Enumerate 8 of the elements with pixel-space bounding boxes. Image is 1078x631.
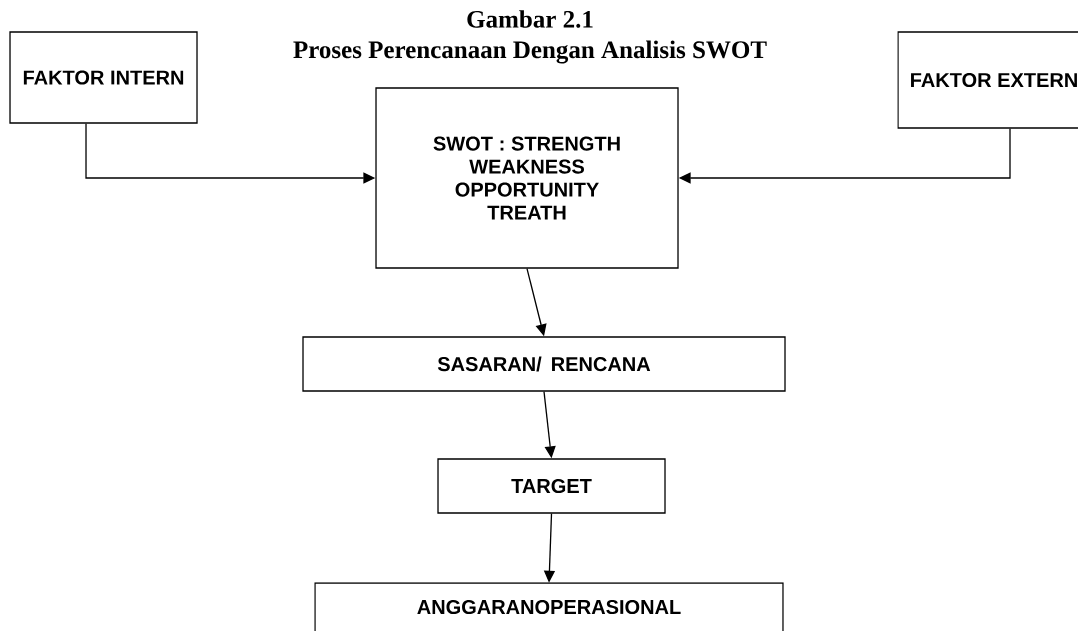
process-box: SWOT : STRENGTH WEAKNESS OPPORTUNITY TREATH [375,87,679,269]
process-box: FAKTOR EXTERN [897,31,1078,129]
figure-title: Gambar 2.1 [467,10,593,28]
process-box: FAKTOR INTERN [9,31,198,124]
process-box: TARGET [437,458,666,514]
figure-caption: Proses Perencanaan Dengan Analisis SWOT [293,40,767,64]
process-box: ANGGARANOPERASIONAL [314,582,784,631]
process-box: SASARAN/ RENCANA [302,336,786,392]
